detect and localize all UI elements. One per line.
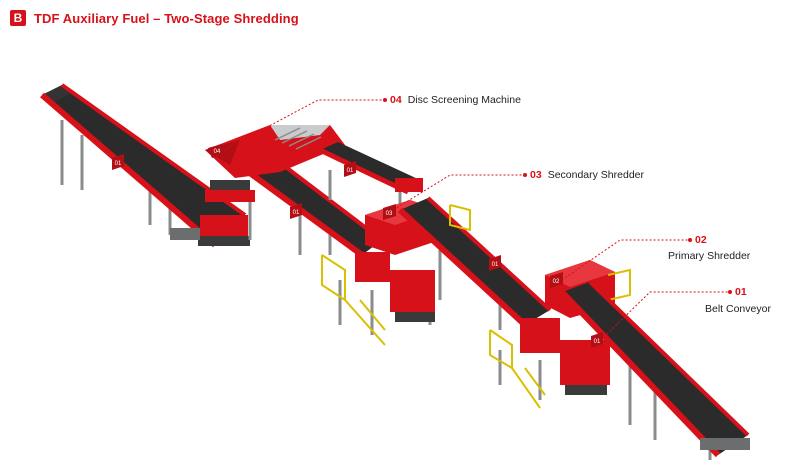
callout-leaders [223,99,730,338]
svg-text:01: 01 [115,161,122,167]
callout-disc-screening-machine: 04 Disc Screening Machine [390,94,521,106]
callout-belt-conveyor: Belt Conveyor [705,303,771,315]
header: B TDF Auxiliary Fuel – Two-Stage Shreddi… [10,8,299,28]
callout-number: 03 [530,169,542,181]
marker-04-screen: 04 [208,144,226,158]
svg-text:01: 01 [492,262,499,268]
callout-secondary-shredder: 03 Secondary Shredder [530,169,644,181]
callout-dots [383,98,732,294]
callout-number: 01 [735,286,747,298]
belt-conveyor-3 [318,142,423,205]
callout-primary-shredder: Primary Shredder [668,250,750,262]
callout-number: 02 [695,234,707,246]
marker-02-primary: 02 [550,272,563,288]
callout-label: Disc Screening Machine [407,94,521,106]
page-title: TDF Auxiliary Fuel – Two-Stage Shredding [34,10,299,26]
svg-text:03: 03 [386,211,393,217]
svg-text:02: 02 [553,279,560,285]
marker-01-screen-conveyor: 01 [344,161,356,177]
svg-text:01: 01 [594,339,601,345]
marker-01-conveyor-left: 01 [112,154,124,170]
callout-number: 04 [390,94,402,106]
callout-label: Primary Shredder [668,250,751,262]
callout-label: Secondary Shredder [547,169,644,181]
svg-text:01: 01 [347,168,354,174]
callout-primary-shredder-number: 02 [695,234,713,246]
marker-01-conveyor-4: 01 [489,255,501,271]
svg-text:01: 01 [293,210,300,216]
belt-conveyor-1 [40,83,250,248]
belt-conveyor-5 [559,280,750,460]
marker-03-secondary: 03 [383,204,396,220]
section-badge: B [10,10,26,26]
marker-01-front-conveyor: 01 [591,332,603,348]
callout-label: Belt Conveyor [705,303,771,315]
marker-01-conveyor-mid: 01 [290,203,302,219]
disc-screening-machine [205,125,345,202]
callout-belt-conveyor-number: 01 [735,286,753,298]
belt-conveyor-4 [397,196,552,330]
svg-text:04: 04 [214,149,221,155]
